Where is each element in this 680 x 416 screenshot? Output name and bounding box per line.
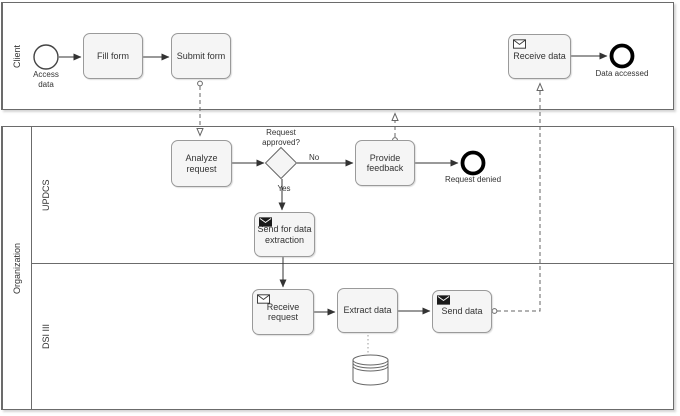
- pool-organization: Organization UPDCS DSI III: [1, 126, 674, 410]
- task-extract-data-label: Extract data: [343, 305, 392, 316]
- end-event-data-accessed-label: Data accessed: [595, 69, 649, 78]
- task-receive-data-label: Receive data: [513, 51, 566, 62]
- gateway-question-label: Request approved?: [262, 128, 300, 147]
- task-submit-form: Submit form: [171, 33, 231, 79]
- task-submit-form-label: Submit form: [176, 50, 226, 61]
- task-provide-feedback-label: Provide feedback: [366, 152, 404, 174]
- task-receive-request-label: Receive request: [266, 301, 300, 323]
- task-send-for-data-extraction: Send for data extraction: [254, 212, 315, 257]
- envelope-icon: [257, 294, 270, 304]
- task-send-for-data-extraction-label: Send for data extraction: [257, 224, 312, 245]
- envelope-icon: [513, 39, 526, 49]
- lane-updcs: UPDCS: [31, 127, 673, 264]
- lane-dsi-iii: DSI III: [31, 264, 673, 409]
- start-event-label: Access data: [33, 70, 59, 89]
- lane-dsi-iii-label: DSI III: [31, 264, 60, 409]
- task-receive-data: Receive data: [508, 34, 571, 79]
- task-analyze-request: Analyze request: [171, 140, 232, 187]
- pool-client-label: Client: [2, 3, 31, 109]
- task-analyze-request-label: Analyze request: [185, 153, 218, 174]
- envelope-filled-icon: [437, 295, 450, 305]
- envelope-filled-icon: [259, 217, 272, 227]
- task-extract-data: Extract data: [337, 288, 398, 333]
- task-receive-request: Receive request: [252, 289, 314, 335]
- pool-organization-label: Organization: [2, 127, 31, 409]
- gateway-yes-label: Yes: [277, 184, 291, 193]
- lane-updcs-label: UPDCS: [31, 127, 60, 263]
- task-provide-feedback: Provide feedback: [355, 140, 415, 186]
- task-fill-form: Fill form: [83, 33, 143, 79]
- end-event-request-denied-label: Request denied: [444, 175, 502, 184]
- task-fill-form-label: Fill form: [97, 50, 129, 61]
- task-send-data: Send data: [432, 290, 492, 333]
- task-send-data-label: Send data: [441, 306, 483, 317]
- gateway-no-label: No: [309, 153, 320, 162]
